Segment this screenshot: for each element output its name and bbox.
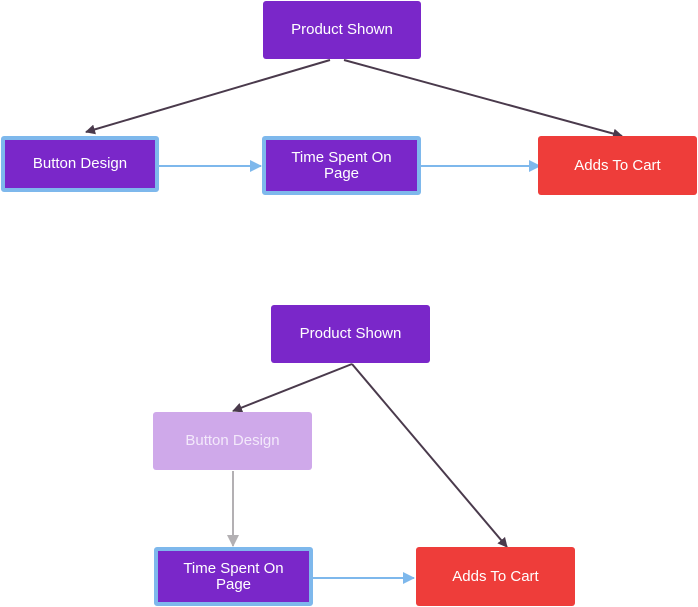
node-top-button-design: Button Design (1, 136, 159, 192)
node-bottom-time-spent-label: Time Spent On Page (183, 559, 284, 593)
node-bottom-button-design-label: Button Design (185, 432, 280, 449)
node-bottom-adds-to-cart: Adds To Cart (416, 547, 575, 606)
node-top-adds-to-cart-label: Adds To Cart (574, 156, 661, 174)
edge-bottom-product-to-button (232, 363, 353, 413)
node-bottom-product-shown-label: Product Shown (299, 325, 402, 342)
node-top-time-spent: Time Spent On Page (262, 136, 421, 195)
node-bottom-product-shown: Product Shown (271, 305, 430, 363)
node-top-button-design-label: Button Design (32, 155, 128, 172)
node-top-adds-to-cart: Adds To Cart (538, 136, 697, 195)
node-bottom-adds-to-cart-label: Adds To Cart (452, 567, 539, 585)
node-top-product-shown-label: Product Shown (291, 21, 393, 38)
edge-bottom-product-to-cart (351, 363, 508, 548)
edge-top-product-to-button (85, 59, 331, 135)
edge-top-product-to-cart (343, 59, 623, 139)
node-bottom-button-design: Button Design (153, 412, 312, 470)
node-bottom-time-spent: Time Spent On Page (154, 547, 313, 606)
node-top-product-shown: Product Shown (263, 1, 421, 59)
node-top-time-spent-label: Time Spent On Page (291, 148, 392, 182)
